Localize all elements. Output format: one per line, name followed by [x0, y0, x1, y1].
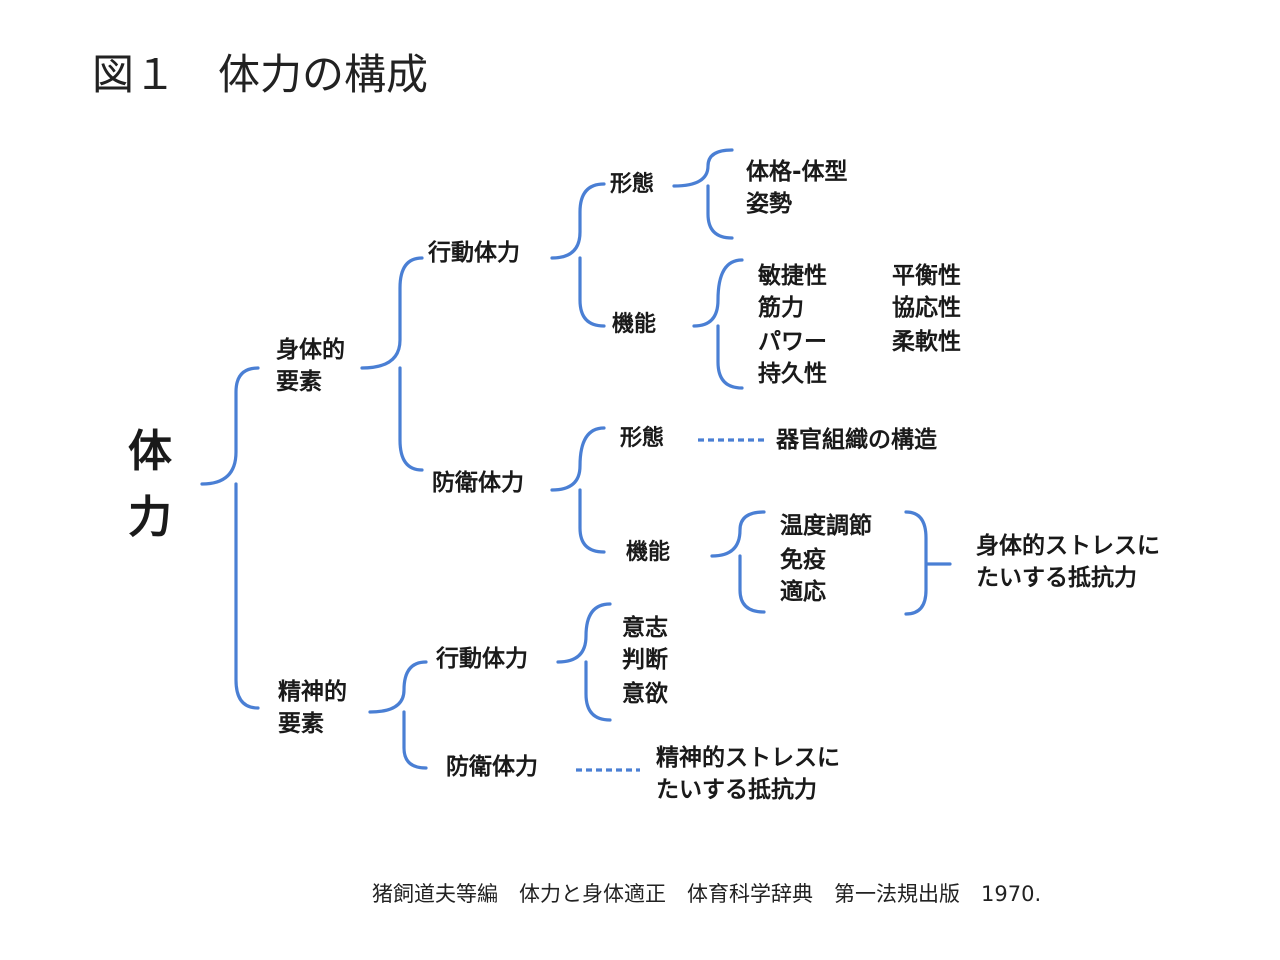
leaf-coordination: 協応性 — [892, 295, 961, 321]
root-label-line2: 力 — [128, 492, 172, 543]
brace-mental — [368, 660, 428, 770]
brace-physical — [360, 256, 424, 472]
mental-stress-resistance-line1: 精神的ストレスに — [656, 745, 840, 771]
brace-defense-function-items — [710, 510, 766, 614]
physical-action-label: 行動体力 — [428, 240, 520, 266]
mental-label-line1: 精神的 — [278, 679, 347, 705]
brace-form-items — [672, 148, 734, 240]
mental-action-label: 行動体力 — [436, 646, 528, 672]
brace-root — [200, 366, 260, 710]
leaf-immunity: 免疫 — [780, 547, 826, 573]
leaf-muscle-strength: 筋力 — [758, 295, 804, 321]
leaf-physique: 体格-体型 — [746, 159, 848, 185]
leaf-thermoregulation: 温度調節 — [780, 513, 872, 539]
leaf-posture: 姿勢 — [746, 191, 792, 217]
mental-label-line2: 要素 — [278, 711, 324, 737]
brace-function-items — [692, 258, 744, 390]
physical-defense-form-label: 形態 — [620, 426, 665, 451]
leaf-balance: 平衡性 — [892, 263, 961, 289]
physical-stress-resistance-line2: たいする抵抗力 — [976, 565, 1137, 591]
leaf-organ-structure: 器官組織の構造 — [776, 427, 937, 453]
mental-defense-label: 防衛体力 — [446, 754, 538, 780]
physical-stress-resistance-line1: 身体的ストレスに — [976, 533, 1160, 559]
brace-defense-function-result — [904, 510, 952, 616]
physical-action-form-label: 形態 — [610, 172, 655, 197]
source-citation: 猪飼道夫等編 体力と身体適正 体育科学辞典 第一法規出版 1970. — [372, 882, 1042, 906]
physical-defense-label: 防衛体力 — [432, 470, 524, 496]
leaf-adaptation: 適応 — [780, 579, 826, 605]
leaf-power: パワー — [758, 329, 827, 355]
leaf-flexibility: 柔軟性 — [892, 329, 961, 355]
physical-label-line1: 身体的 — [276, 337, 345, 363]
root-label-line1: 体 — [128, 426, 172, 477]
mental-stress-resistance-line2: たいする抵抗力 — [656, 777, 817, 803]
leaf-will: 意志 — [622, 615, 668, 641]
brace-physical-defense — [550, 426, 606, 554]
figure-title: 図１ 体力の構成 — [92, 50, 429, 99]
brace-mental-action-items — [556, 602, 612, 722]
physical-defense-function-label: 機能 — [626, 540, 671, 565]
leaf-endurance: 持久性 — [758, 361, 827, 387]
leaf-judgment: 判断 — [622, 647, 668, 673]
physical-label-line2: 要素 — [276, 369, 322, 395]
leaf-motivation: 意欲 — [622, 681, 668, 707]
physical-action-function-label: 機能 — [612, 312, 657, 337]
leaf-agility: 敏捷性 — [758, 263, 827, 289]
brace-physical-action — [550, 182, 606, 328]
